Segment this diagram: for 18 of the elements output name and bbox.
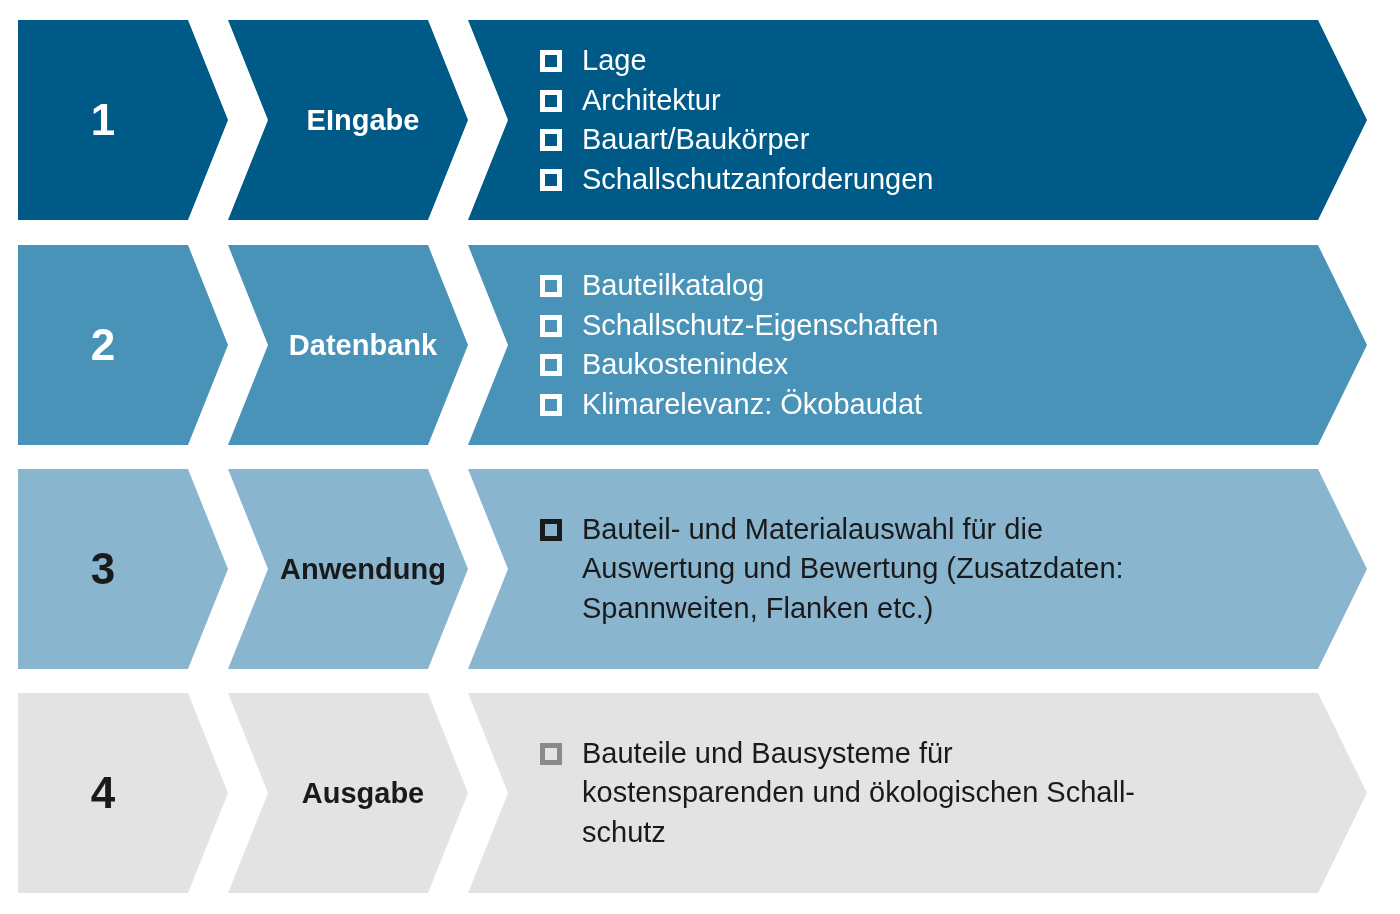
step-number: 3 xyxy=(90,544,116,594)
list-item-text: Bauteil- und Materialauswahl für die Auswertung und Bewertung (Zusatzdaten: Spannweiten, Flanken etc.) xyxy=(582,511,1125,626)
step-number: 1 xyxy=(90,95,116,145)
list-item-text: Bauteile und Bausysteme für kostensparenden und ökologischen Schall- schutz xyxy=(582,735,1136,850)
step-number: 2 xyxy=(90,320,116,370)
step-title: Ausgabe xyxy=(301,776,425,810)
list-item-text: Architektur xyxy=(582,82,722,118)
step-title: Datenbank xyxy=(288,328,438,362)
list-item-text: Bauteilkatalog xyxy=(582,268,766,303)
list-item-text: Bauart/Baukörper xyxy=(582,122,811,157)
list-item-text: Schallschutz-Eigenschaften xyxy=(582,307,940,343)
list-item-text: Baukostenindex xyxy=(582,347,790,382)
list-item-text: Klimarelevanz: Ökobaudat xyxy=(582,386,924,422)
list-item-text: Schallschutzanforderungen xyxy=(582,161,935,197)
step-title: EIngabe xyxy=(306,103,420,137)
step-number: 4 xyxy=(90,768,116,818)
step-title: Anwendung xyxy=(280,552,446,586)
list-item-text: Lage xyxy=(582,43,648,78)
